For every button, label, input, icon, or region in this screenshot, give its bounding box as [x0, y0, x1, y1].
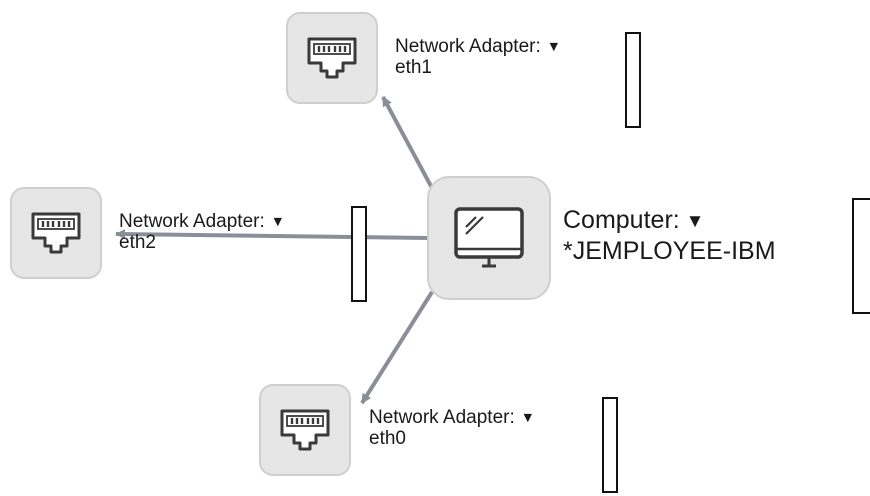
adapter-label-eth1[interactable]: Network Adapter:▼ eth1	[395, 36, 561, 79]
edge-computer-to-eth2	[115, 229, 429, 240]
monitor-icon	[452, 205, 526, 271]
ethernet-port-icon	[306, 36, 358, 80]
edge-computer-to-eth0	[360, 290, 434, 405]
dropdown-caret-icon[interactable]: ▼	[546, 39, 561, 55]
adapter-name: eth2	[119, 232, 156, 254]
adapter-node-eth2[interactable]	[10, 187, 102, 279]
dropdown-caret-icon[interactable]: ▼	[685, 210, 705, 231]
adapter-bracket-eth0	[602, 397, 618, 493]
computer-name: *JEMPLOYEE-IBM	[563, 237, 776, 266]
adapter-name: eth0	[369, 428, 406, 450]
adapter-node-eth1[interactable]	[286, 12, 378, 104]
dropdown-caret-icon[interactable]: ▼	[520, 410, 535, 426]
adapter-node-eth0[interactable]	[259, 384, 351, 476]
ethernet-port-icon	[279, 408, 331, 452]
adapter-label-eth0[interactable]: Network Adapter:▼ eth0	[369, 407, 535, 450]
adapter-bracket-eth1	[625, 32, 641, 128]
computer-node[interactable]	[427, 176, 551, 300]
dropdown-caret-icon[interactable]: ▼	[270, 214, 285, 230]
adapter-bracket-eth2	[351, 206, 367, 302]
computer-bracket	[852, 198, 870, 314]
ethernet-port-icon	[30, 211, 82, 255]
adapter-name: eth1	[395, 57, 432, 79]
edge-computer-to-eth1	[381, 96, 434, 189]
computer-label[interactable]: Computer:▼ *JEMPLOYEE-IBM	[563, 205, 776, 268]
adapter-label-eth2[interactable]: Network Adapter:▼ eth2	[119, 211, 285, 254]
